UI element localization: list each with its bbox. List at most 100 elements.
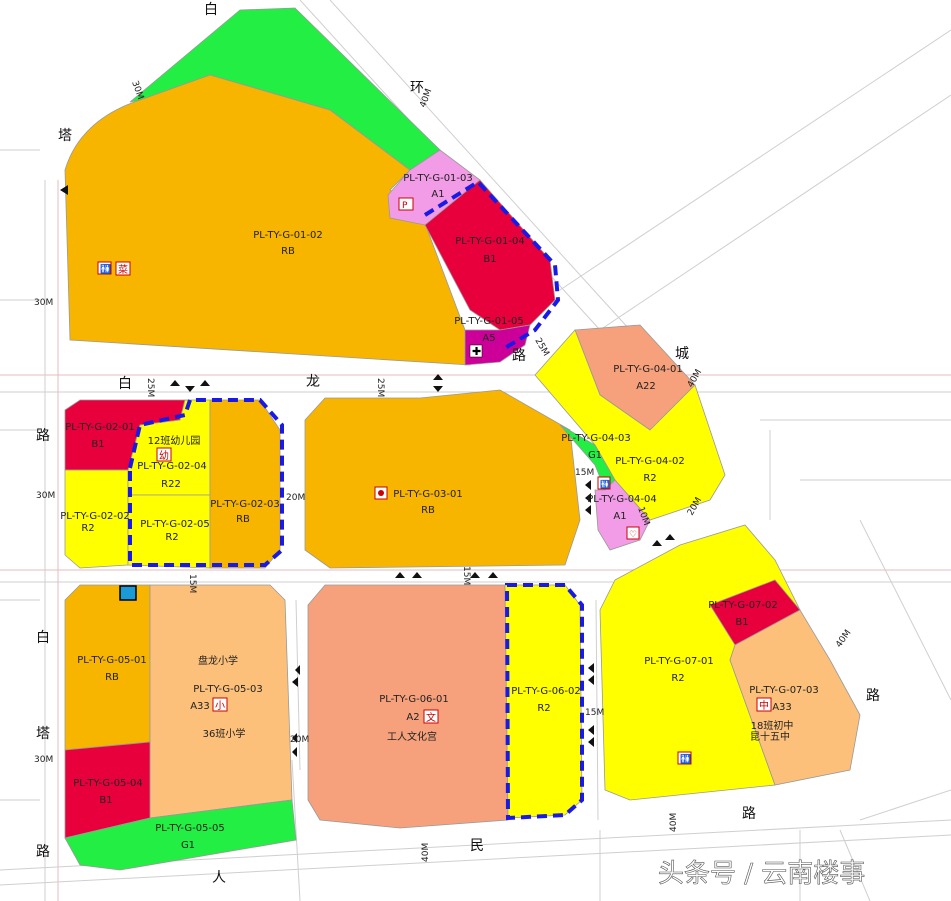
label-0501-type: RB [105, 672, 119, 683]
road-label-lu-left: 路 [36, 428, 50, 444]
width-25m-a: 25M [145, 378, 155, 397]
label-0204-note: 12班幼儿园 [148, 434, 201, 447]
label-0505-type: G1 [181, 840, 195, 851]
width-40m-mid: 40M [686, 368, 704, 390]
watermark-text: 头条号 / 云南楼事 [658, 859, 865, 889]
label-0202-type: R2 [81, 523, 94, 534]
block-06 [307, 583, 584, 829]
label-0702-type: B1 [735, 617, 748, 628]
label-0504-type: B1 [99, 795, 112, 806]
road-label-ta: 塔 [58, 128, 72, 144]
label-0703-note: 18班初中 [751, 719, 794, 732]
blue-marker [119, 585, 137, 601]
width-30m-left: 30M [34, 298, 53, 308]
svg-text:🚻: 🚻 [100, 263, 111, 275]
label-0201-code: PL-TY-G-02-01 [65, 422, 135, 433]
school-icon [212, 697, 228, 712]
label-0204-type: R22 [161, 479, 181, 490]
label-0201-type: B1 [91, 439, 104, 450]
label-0205-code: PL-TY-G-02-05 [140, 519, 210, 530]
svg-text:✚: ✚ [472, 345, 481, 358]
label-0103-code: PL-TY-G-01-03 [403, 173, 473, 184]
clinic-icon [626, 526, 640, 540]
road-label-min: 民 [470, 838, 484, 854]
parcel-0601 [307, 584, 509, 829]
label-0703-name: 昆十五中 [750, 730, 790, 743]
width-20m-c: 20M [290, 735, 309, 745]
svg-text:🚻: 🚻 [600, 479, 610, 489]
label-0203-code: PL-TY-G-02-03 [210, 499, 280, 510]
culture-icon-label: 文 [426, 711, 436, 724]
width-40m-c: 40M [421, 843, 431, 862]
width-20m-a: 20M [286, 493, 305, 503]
parcel-0703 [729, 609, 861, 786]
access-arrows [60, 185, 675, 757]
width-15m-b: 15M [187, 574, 197, 593]
road-names: 白 塔 环 白 龙 路 路 城 路 白 塔 路 人 民 路 [36, 2, 880, 886]
parking-icon [398, 197, 414, 211]
road-label-bai-left2: 白 [36, 630, 50, 646]
label-0504-code: PL-TY-G-05-04 [73, 778, 143, 789]
label-0503-code: PL-TY-G-05-03 [193, 684, 263, 695]
svg-text:♡: ♡ [629, 530, 637, 540]
width-30m-low: 30M [34, 755, 53, 765]
label-0401-type: A22 [636, 381, 656, 392]
label-0402-code: PL-TY-G-04-02 [615, 456, 685, 467]
width-25m-b: 25M [375, 378, 385, 397]
label-0501-code: PL-TY-G-05-01 [77, 655, 147, 666]
toilet-icon-04 [597, 476, 611, 490]
label-0703-code: PL-TY-G-07-03 [749, 685, 819, 696]
road-label-lu-left2: 路 [36, 844, 50, 860]
label-0703-type: A33 [772, 702, 792, 713]
road-label-bai-top: 白 [204, 2, 218, 18]
label-0505-code: PL-TY-G-05-05 [155, 823, 225, 834]
parcel-0505 [64, 799, 297, 871]
label-0102-type: RB [281, 246, 295, 257]
block-07 [599, 524, 861, 801]
label-0102-code: PL-TY-G-01-02 [253, 230, 323, 241]
label-0205-type: R2 [165, 532, 178, 543]
width-30m-mid: 30M [36, 491, 55, 501]
outline-0204-0205 [128, 398, 284, 567]
market-icon [115, 261, 131, 276]
label-0202-code: PL-TY-G-02-02 [60, 511, 130, 522]
label-0104-type: B1 [483, 254, 496, 265]
label-0105-type: A5 [482, 333, 495, 344]
width-40m-d: 40M [669, 813, 679, 832]
road-label-cheng: 城 [675, 346, 689, 362]
label-0701-code: PL-TY-G-07-01 [644, 656, 714, 667]
label-0602-type: R2 [537, 703, 550, 714]
facility-icons: 🚻 菜 P ✚ 幼 🚻 ♡ 小 文 中 🚻 [97, 197, 772, 765]
road-label-ren: 人 [212, 870, 226, 886]
road-label-lu-bottom: 路 [742, 806, 756, 822]
label-0601-code: PL-TY-G-06-01 [379, 694, 449, 705]
kindergarten-icon-label: 幼 [159, 449, 169, 462]
parcel-0602 [504, 584, 583, 819]
road-label-lu-mid: 路 [512, 348, 526, 364]
toilet-icon-07 [677, 751, 692, 765]
label-0601-name: 工人文化宫 [387, 730, 437, 743]
label-0503-note: 36班小学 [203, 727, 246, 740]
parcel-0203 [209, 399, 281, 569]
label-0701-type: R2 [671, 673, 684, 684]
parcel-0501 [64, 584, 151, 751]
road-label-long: 龙 [306, 374, 320, 390]
label-0104-code: PL-TY-G-01-04 [455, 236, 525, 247]
label-0105-code: PL-TY-G-01-05 [454, 316, 524, 327]
width-15m-c: 15M [461, 566, 471, 585]
label-0103-type: A1 [431, 189, 444, 200]
road-label-huan: 环 [410, 80, 424, 96]
label-0301-type: RB [421, 505, 435, 516]
label-0301-code: PL-TY-G-03-01 [393, 489, 463, 500]
width-15m-d: 15M [585, 708, 604, 718]
road-label-lu-right: 路 [866, 688, 880, 704]
label-0601-type: A2 [406, 712, 419, 723]
width-40m-b: 40M [834, 628, 853, 649]
school-icon-label: 小 [215, 700, 225, 712]
parcel-labels: PL-TY-G-01-03 A1 PL-TY-G-01-02 RB PL-TY-… [60, 173, 819, 851]
label-0204-code: PL-TY-G-02-04 [137, 461, 207, 472]
label-0404-type: A1 [613, 511, 626, 522]
hospital-icon [469, 344, 483, 358]
